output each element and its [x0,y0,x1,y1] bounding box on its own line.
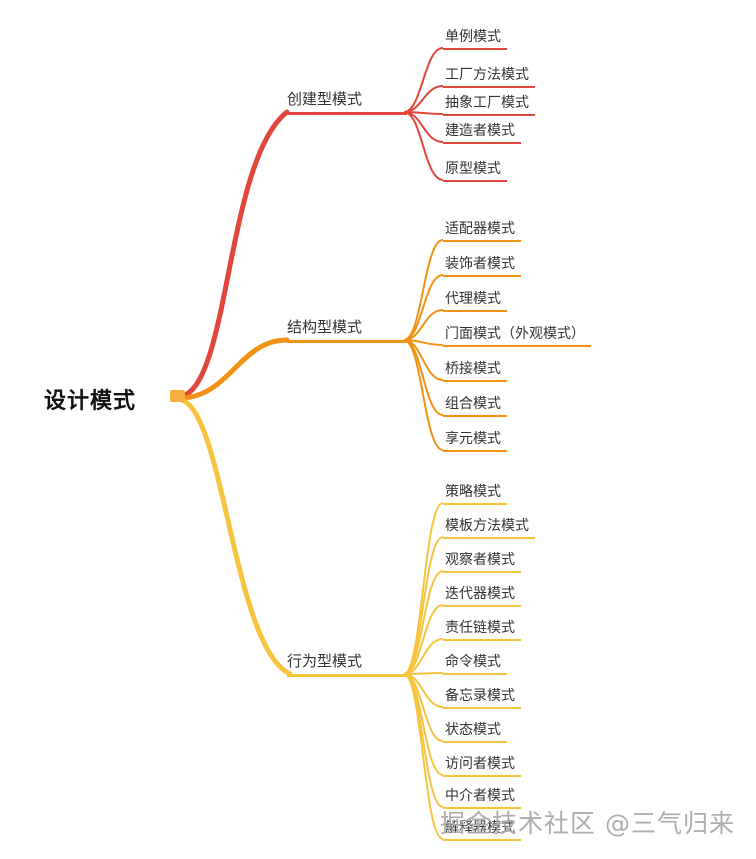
connector-line [403,672,444,675]
connector-line [403,274,444,341]
node-singleton[interactable]: 单例模式 [443,28,507,50]
connector-line [403,309,444,341]
connector-line [403,111,444,143]
node-builder[interactable]: 建造者模式 [443,122,521,144]
node-iterator[interactable]: 迭代器模式 [443,585,521,607]
node-bridge[interactable]: 桥接模式 [443,360,507,382]
root-marker [170,390,185,402]
node-decorator[interactable]: 装饰者模式 [443,255,521,277]
node-prototype[interactable]: 原型模式 [443,160,507,182]
watermark: 掘金技术社区 @三气归来 [440,809,735,838]
branch-line-structural [179,337,290,401]
node-root[interactable]: 设计模式 [44,389,137,414]
node-visitor[interactable]: 访问者模式 [443,755,521,777]
node-state[interactable]: 状态模式 [443,721,507,743]
node-flyweight[interactable]: 享元模式 [443,430,507,452]
connector-line [403,604,444,675]
node-factory-method[interactable]: 工厂方法模式 [443,66,535,88]
connector-line [403,673,444,808]
node-proxy[interactable]: 代理模式 [443,290,507,312]
node-command[interactable]: 命令模式 [443,653,507,675]
branch-line-creational [179,109,290,399]
connector-line [403,536,444,675]
node-composite[interactable]: 组合模式 [443,395,507,417]
node-behavioral[interactable]: 行为型模式 [287,651,407,677]
node-observer[interactable]: 观察者模式 [443,551,521,573]
connector-line [403,111,444,181]
connector-line [403,570,444,675]
connector-line [403,339,444,451]
connector-line [403,47,444,113]
node-template-method[interactable]: 模板方法模式 [443,517,535,539]
branch-line-behavioral [179,397,293,677]
node-creational[interactable]: 创建型模式 [287,89,407,115]
node-facade[interactable]: 门面模式（外观模式） [443,325,591,347]
connector-line [403,239,444,341]
node-mediator[interactable]: 中介者模式 [443,787,521,809]
connector-line [403,673,444,840]
node-strategy[interactable]: 策略模式 [443,483,507,505]
node-structural[interactable]: 结构型模式 [287,317,407,343]
node-adapter[interactable]: 适配器模式 [443,220,521,242]
node-abstract-factory[interactable]: 抽象工厂模式 [443,94,535,116]
connector-line [403,502,444,675]
node-chain-of-responsibility[interactable]: 责任链模式 [443,619,521,641]
node-interpreter[interactable]: 解释器模式 [443,819,521,841]
node-memento[interactable]: 备忘录模式 [443,687,521,709]
